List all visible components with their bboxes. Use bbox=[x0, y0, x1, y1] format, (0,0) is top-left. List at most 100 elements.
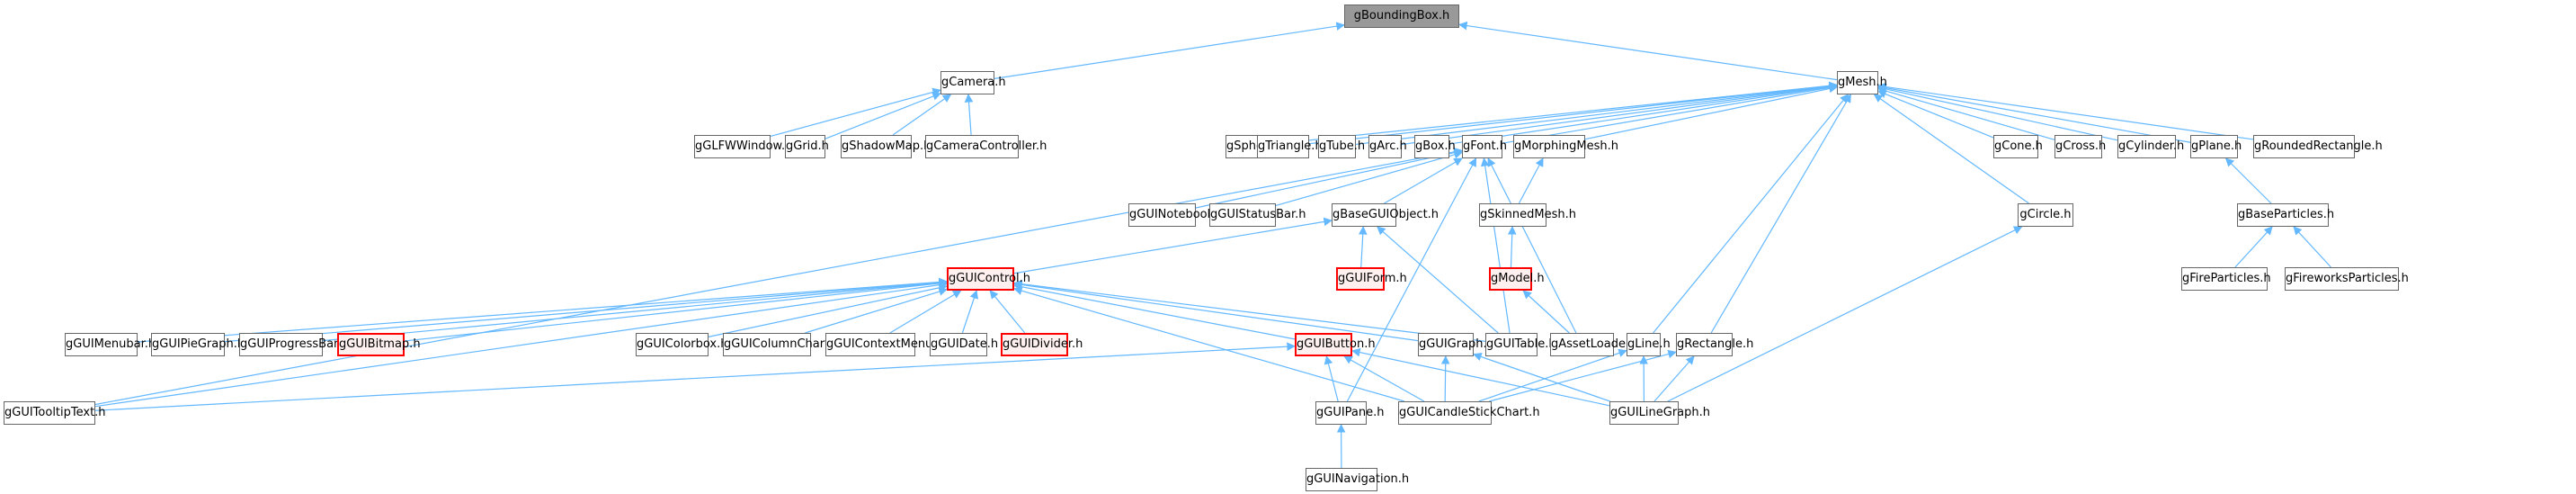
node-gTriangle[interactable]: gTriangle.h bbox=[1257, 135, 1323, 158]
edge-gGUITooltipText-to-gFont bbox=[94, 148, 1463, 406]
node-gCamera[interactable]: gCamera.h bbox=[940, 71, 1006, 94]
edge-gGUITable-to-gFont bbox=[1480, 157, 1511, 334]
node-gCameraController[interactable]: gCameraController.h bbox=[925, 135, 1047, 158]
edge-gGUIButton-to-gGUIControl bbox=[1013, 283, 1296, 340]
edge-gFont-to-gMesh bbox=[1502, 83, 1838, 144]
node-gBaseParticles[interactable]: gBaseParticles.h bbox=[2237, 203, 2334, 227]
node-gFireworksParticles[interactable]: gFireworksParticles.h bbox=[2285, 267, 2409, 291]
edge-gSphere-to-gMesh bbox=[1270, 81, 1838, 145]
edge-gGLFWWindow-to-gCamera bbox=[770, 87, 941, 138]
edge-gMesh-to-gBoundingBox bbox=[1458, 21, 1838, 81]
edge-gGUIContextMenu-to-gGUIControl bbox=[889, 290, 962, 334]
node-gGUIColumnChart[interactable]: gGUIColumnChart.h bbox=[723, 333, 841, 356]
edge-gGUIColumnChart-to-gGUIControl bbox=[805, 287, 948, 334]
edge-gGUIStatusBar-to-gFont bbox=[1275, 150, 1463, 207]
node-gCone[interactable]: gCone.h bbox=[1993, 135, 2043, 158]
edge-gBaseParticles-to-gPlane bbox=[2224, 157, 2272, 204]
edge-gGUIGraph-to-gGUIControl bbox=[1013, 280, 1419, 342]
node-gPlane[interactable]: gPlane.h bbox=[2190, 135, 2242, 158]
node-gBaseGUIObject[interactable]: gBaseGUIObject.h bbox=[1332, 203, 1439, 227]
edge-gGUIMenubar-to-gGUIControl bbox=[137, 277, 948, 343]
edge-gGUITable-to-gBaseGUIObject bbox=[1377, 226, 1499, 334]
edge-gGUILineGraph-to-gGUIGraph bbox=[1473, 352, 1610, 402]
edge-gGUIProgressBar-to-gGUIControl bbox=[322, 278, 948, 342]
edge-gCylinder-to-gMesh bbox=[1877, 85, 2118, 141]
edge-gGUINotebook-to-gFont bbox=[1195, 148, 1463, 209]
edge-gPlane-to-gMesh bbox=[1877, 83, 2191, 143]
edge-gFireworksParticles-to-gBaseParticles bbox=[2293, 226, 2331, 268]
edge-gCross-to-gMesh bbox=[1877, 86, 2055, 140]
node-gShadowMap[interactable]: gShadowMap.h bbox=[841, 135, 931, 158]
edge-gGUICandleStickChart-to-gGUIGraph bbox=[1440, 355, 1450, 402]
node-gMesh[interactable]: gMesh.h bbox=[1837, 71, 1887, 94]
edge-gGUILineGraph-to-gCircle bbox=[1667, 226, 2023, 402]
edge-gGUIControl-to-gBaseGUIObject bbox=[1013, 217, 1333, 274]
node-gRoundedRectangle[interactable]: gRoundedRectangle.h bbox=[2253, 135, 2383, 158]
node-gLine[interactable]: gLine.h bbox=[1627, 333, 1671, 356]
node-gGUIPane[interactable]: gGUIPane.h bbox=[1315, 401, 1385, 425]
edge-gShadowMap-to-gCamera bbox=[892, 94, 952, 136]
edge-gAssetLoader-to-gFont bbox=[1487, 157, 1577, 334]
node-gGUIProgressBar[interactable]: gGUIProgressBar.h bbox=[239, 333, 349, 356]
node-gGUINavigation[interactable]: gGUINavigation.h bbox=[1306, 468, 1409, 491]
node-gBoundingBox: gBoundingBox.h bbox=[1344, 4, 1459, 28]
node-gGUIContextMenu[interactable]: gGUIContextMenu.h bbox=[825, 333, 944, 356]
node-gCircle[interactable]: gCircle.h bbox=[2018, 203, 2073, 227]
node-gCylinder[interactable]: gCylinder.h bbox=[2117, 135, 2184, 158]
node-gArc[interactable]: gArc.h bbox=[1368, 135, 1407, 158]
edge-gGrid-to-gCamera bbox=[824, 92, 941, 139]
node-gAssetLoader[interactable]: gAssetLoader.h bbox=[1550, 333, 1641, 356]
node-gGUILineGraph[interactable]: gGUILineGraph.h bbox=[1609, 401, 1710, 425]
node-gGUIBitmap[interactable]: gGUIBitmap.h bbox=[337, 333, 421, 356]
edge-gGUITooltipText-to-gGUIControl bbox=[94, 280, 948, 408]
node-gTube[interactable]: gTube.h bbox=[1318, 135, 1365, 158]
edge-gGUIPieGraph-to-gGUIControl bbox=[224, 278, 948, 343]
edge-gCameraController-to-gCamera bbox=[964, 94, 974, 136]
node-gGUIPieGraph[interactable]: gGUIPieGraph.h bbox=[151, 333, 245, 356]
edge-gGUILineGraph-to-gRectangle bbox=[1653, 355, 1695, 402]
node-gGUITooltipText[interactable]: gGUITooltipText.h bbox=[4, 401, 106, 425]
edge-gGUICandleStickChart-to-gGUIButton bbox=[1343, 355, 1425, 402]
edge-gRoundedRectangle-to-gMesh bbox=[1877, 82, 2254, 140]
node-gGLFWWindow[interactable]: gGLFWWindow.h bbox=[694, 135, 792, 158]
node-gGUIDivider[interactable]: gGUIDivider.h bbox=[1001, 333, 1083, 356]
node-gGUIForm[interactable]: gGUIForm.h bbox=[1336, 267, 1407, 291]
edge-gBaseGUIObject-to-gFont bbox=[1384, 157, 1463, 204]
node-gFont[interactable]: gFont.h bbox=[1462, 135, 1507, 158]
edge-gLine-to-gMesh bbox=[1653, 94, 1849, 334]
edge-gModel-to-gSkinnedMesh bbox=[1507, 226, 1517, 268]
node-gGUIColorbox[interactable]: gGUIColorbox.h bbox=[636, 333, 728, 356]
edge-gGUIBitmap-to-gGUIControl bbox=[404, 279, 948, 342]
edge-gTube-to-gMesh bbox=[1355, 82, 1838, 146]
node-gGUICandleStickChart[interactable]: gGUICandleStickChart.h bbox=[1398, 401, 1540, 425]
node-gGUITable[interactable]: gGUITable.h bbox=[1485, 333, 1556, 356]
node-gRectangle[interactable]: gRectangle.h bbox=[1676, 333, 1753, 356]
node-gGUIDate[interactable]: gGUIDate.h bbox=[930, 333, 998, 356]
node-gModel[interactable]: gModel.h bbox=[1489, 267, 1545, 291]
edge-gGUIPane-to-gFont bbox=[1346, 157, 1477, 402]
edge-gGUICandleStickChart-to-gGUIControl bbox=[1013, 286, 1405, 402]
node-gFireParticles[interactable]: gFireParticles.h bbox=[2181, 267, 2271, 291]
edge-gGUIDate-to-gGUIControl bbox=[961, 290, 978, 334]
edge-gGUILineGraph-to-gGUIButton bbox=[1351, 347, 1610, 407]
edge-gSkinnedMesh-to-gMorphingMesh bbox=[1518, 157, 1544, 204]
edge-gGUIPane-to-gGUIButton bbox=[1324, 355, 1339, 402]
node-gGUIMenubar[interactable]: gGUIMenubar.h bbox=[65, 333, 156, 356]
node-gSkinnedMesh[interactable]: gSkinnedMesh.h bbox=[1479, 203, 1576, 227]
edge-gGUIDivider-to-gGUIControl bbox=[989, 290, 1026, 334]
edge-gTriangle-to-gMesh bbox=[1308, 81, 1838, 145]
node-gMorphingMesh[interactable]: gMorphingMesh.h bbox=[1513, 135, 1618, 158]
node-gGrid[interactable]: gGrid.h bbox=[785, 135, 829, 158]
edge-gCone-to-gMesh bbox=[1877, 90, 1994, 139]
node-gGUIStatusBar[interactable]: gGUIStatusBar.h bbox=[1209, 203, 1306, 227]
edge-gBox-to-gMesh bbox=[1448, 82, 1838, 145]
node-gGUIButton[interactable]: gGUIButton.h bbox=[1295, 333, 1376, 356]
node-gBox[interactable]: gBox.h bbox=[1414, 135, 1456, 158]
node-gCross[interactable]: gCross.h bbox=[2055, 135, 2106, 158]
node-gGUINotebook[interactable]: gGUINotebook.h bbox=[1128, 203, 1226, 227]
node-gGUIControl[interactable]: gGUIControl.h bbox=[947, 267, 1030, 291]
edge-gAssetLoader-to-gModel bbox=[1522, 290, 1570, 334]
node-gGUIGraph[interactable]: gGUIGraph.h bbox=[1418, 333, 1494, 356]
edge-gGUICandleStickChart-to-gRectangle bbox=[1489, 349, 1677, 402]
